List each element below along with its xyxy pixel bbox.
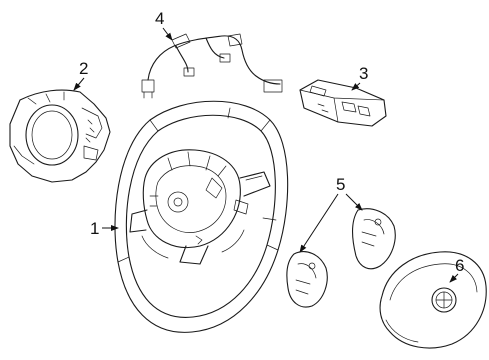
callout-2: 2: [73, 59, 88, 91]
callout-5: 5: [299, 175, 363, 253]
steering-wheel: [114, 100, 289, 333]
callout-label-5: 5: [336, 175, 345, 194]
wiring-harness: [141, 33, 283, 99]
callout-1: 1: [90, 219, 119, 238]
airbag-module: [379, 251, 487, 349]
callout-4: 4: [155, 9, 173, 41]
rear-cover: [9, 89, 111, 183]
multifunction-switches: [286, 208, 396, 308]
callout-label-1: 1: [90, 219, 99, 238]
control-module: [299, 79, 387, 127]
callout-6: 6: [449, 256, 464, 283]
callout-label-4: 4: [155, 9, 164, 28]
callout-label-2: 2: [79, 59, 88, 78]
callout-label-3: 3: [359, 64, 368, 83]
callout-3: 3: [351, 64, 368, 91]
callout-label-6: 6: [455, 256, 464, 275]
